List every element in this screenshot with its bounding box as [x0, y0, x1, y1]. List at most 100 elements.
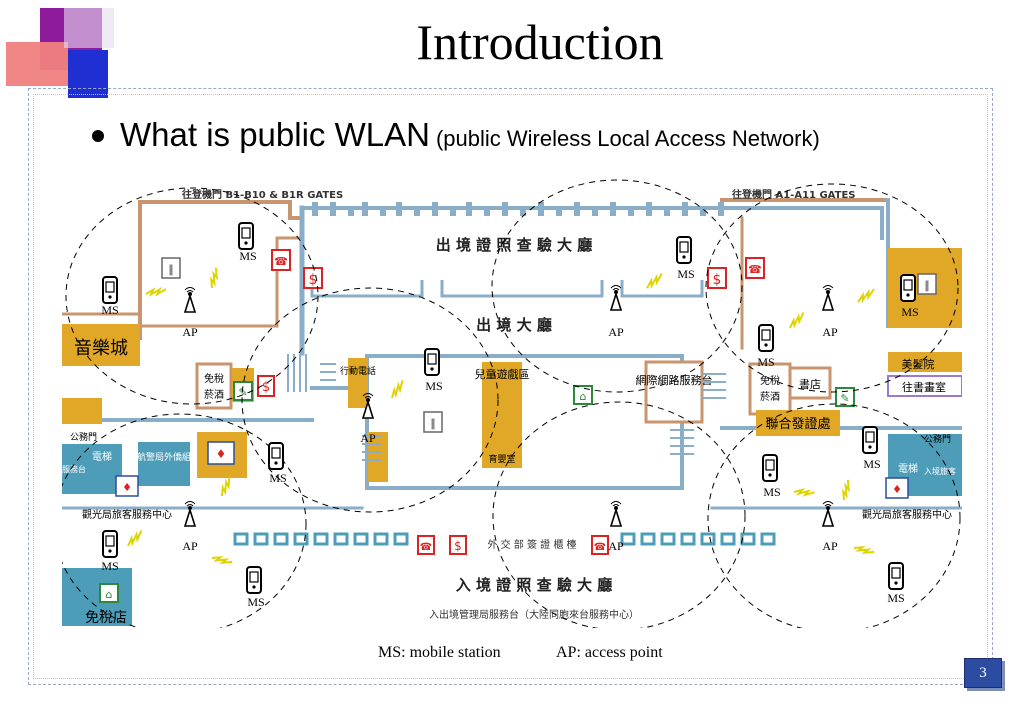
area-internet: [644, 360, 704, 424]
ms-label: MS: [863, 457, 880, 471]
label-side-left: 服務台: [62, 464, 86, 474]
ap-label: AP: [822, 539, 838, 553]
room-reading: [887, 375, 962, 397]
access-point-icon: [610, 500, 622, 527]
legend-ap: AP: access point: [556, 644, 663, 661]
label-joint-cert: 聯合發證處: [765, 416, 830, 432]
svg-text:$: $: [309, 272, 318, 288]
restaurant-sign-icon: ∥: [423, 411, 443, 433]
access-point-icon: [184, 500, 196, 527]
money-sign-icon: $: [303, 267, 323, 289]
ap-label: AP: [360, 431, 376, 445]
ms-label: MS: [677, 267, 694, 281]
label-gate-right: 往登機門 A1-A11 GATES: [732, 188, 856, 201]
shop-beauty: [888, 352, 962, 372]
money-sign-icon: $: [707, 267, 727, 289]
mobile-station-icon: [762, 454, 778, 482]
ms-label: MS: [901, 305, 918, 319]
ms-label: MS: [269, 471, 286, 485]
telephone-sign-icon: ☎: [745, 257, 765, 279]
arrival-counters: [233, 532, 776, 546]
airport-floor-map: 音樂城 免稅 菸酒 行動電話 兒童遊戲區 育嬰室 網際網路服務台 免稅 菸酒 書…: [62, 178, 962, 628]
label-duty-free-3: 免稅: [760, 374, 780, 387]
ap-label: AP: [608, 325, 624, 339]
telephone-sign-icon: ☎: [591, 535, 609, 555]
mobile-station-icon: [676, 236, 692, 264]
ms-label: MS: [239, 249, 256, 263]
decoration-square-light: [64, 8, 114, 48]
svg-text:♦: ♦: [892, 483, 902, 496]
svg-text:♦: ♦: [216, 447, 227, 461]
access-point-icon: [822, 500, 834, 527]
label-mobile: 行動電話: [340, 365, 376, 377]
ms-label: MS: [763, 485, 780, 499]
label-gate-left: 往登機門 B1-B10 & B1R GATES: [182, 188, 343, 201]
mobile-station-icon: [888, 562, 904, 590]
shop-mobile: [348, 358, 368, 408]
svg-text:♦: ♦: [122, 481, 132, 494]
money-sign-icon: $: [449, 535, 467, 555]
svg-text:$: $: [454, 539, 462, 553]
label-duty-free-1: 免稅: [204, 372, 224, 385]
mobile-station-icon: [758, 324, 774, 352]
info-sign-icon: ✎: [835, 387, 855, 407]
svg-text:☎: ☎: [594, 542, 606, 553]
label-departure-hall: 出 境 大 廳: [476, 316, 552, 334]
money-sign-icon: $: [257, 375, 275, 397]
telephone-sign-icon: ☎: [271, 249, 291, 271]
svg-text:∥: ∥: [168, 263, 174, 276]
info-sign-icon: ⌂: [573, 385, 593, 405]
content-frame-outer: [28, 88, 993, 685]
bullet-main-text: What is public WLAN: [120, 116, 430, 153]
gate-row: [312, 202, 724, 216]
bullet-item: What is public WLAN(public Wireless Loca…: [92, 116, 820, 154]
svg-text:☎: ☎: [748, 263, 762, 276]
page-number-badge: 3: [964, 658, 1002, 688]
svg-text:$: $: [262, 380, 270, 395]
label-departure-check: 出 境 證 照 查 驗 大 廳: [436, 236, 593, 254]
building-walls: [62, 198, 962, 600]
label-kids: 兒童遊戲區: [475, 367, 530, 381]
svg-text:$: $: [713, 272, 722, 288]
coverage-areas: [62, 179, 961, 628]
label-elevator-right: 電梯: [898, 462, 918, 475]
restaurant-sign-icon: ∥: [161, 257, 181, 279]
access-point-icon: [822, 284, 834, 311]
shop-duty-free-2: [748, 362, 792, 416]
mobile-station-icon: [102, 530, 118, 558]
ap-label: AP: [182, 539, 198, 553]
coverage-circle: [707, 403, 961, 628]
mobile-station-icon: [900, 274, 916, 302]
label-elevator-left: 電梯: [92, 450, 112, 463]
svg-text:✎: ✎: [238, 386, 247, 399]
coverage-circle: [492, 401, 746, 628]
coverage-circle: [241, 287, 499, 513]
zone-elevator-left: [62, 444, 122, 494]
label-public-left: 公務門: [70, 431, 97, 443]
restroom-sign-icon: ♦: [115, 475, 139, 497]
legend-ms: MS: mobile station: [378, 644, 501, 661]
mobile-station-icon: [862, 426, 878, 454]
ms-label: MS: [247, 595, 264, 609]
ms-label: MS: [425, 379, 442, 393]
label-duty-free-4: 菸酒: [760, 391, 780, 403]
mobile-station-icon: [268, 442, 284, 470]
label-tourism-left: 觀光局旅客服務中心: [82, 508, 172, 521]
label-police: 航警局外僑組: [137, 451, 191, 463]
area-joint-cert: [756, 410, 840, 436]
label-duty-free-2: 菸酒: [204, 389, 224, 401]
label-tourism-right: 觀光局旅客服務中心: [862, 508, 952, 521]
label-bookstore: 書店: [799, 377, 821, 391]
bullet-dot-icon: [92, 129, 104, 142]
ap-label: AP: [182, 325, 198, 339]
label-reading: 往書畫室: [902, 380, 946, 394]
coverage-circle: [705, 183, 959, 393]
shop-block-left: [62, 398, 102, 424]
telephone-sign-icon: ☎: [417, 535, 435, 555]
decoration-square-pink: [6, 42, 68, 86]
svg-text:∥: ∥: [430, 417, 436, 430]
ms-label: MS: [101, 559, 118, 573]
coverage-circle: [65, 187, 319, 405]
mobile-station-icon: [246, 566, 262, 594]
coverage-circle: [491, 179, 743, 393]
